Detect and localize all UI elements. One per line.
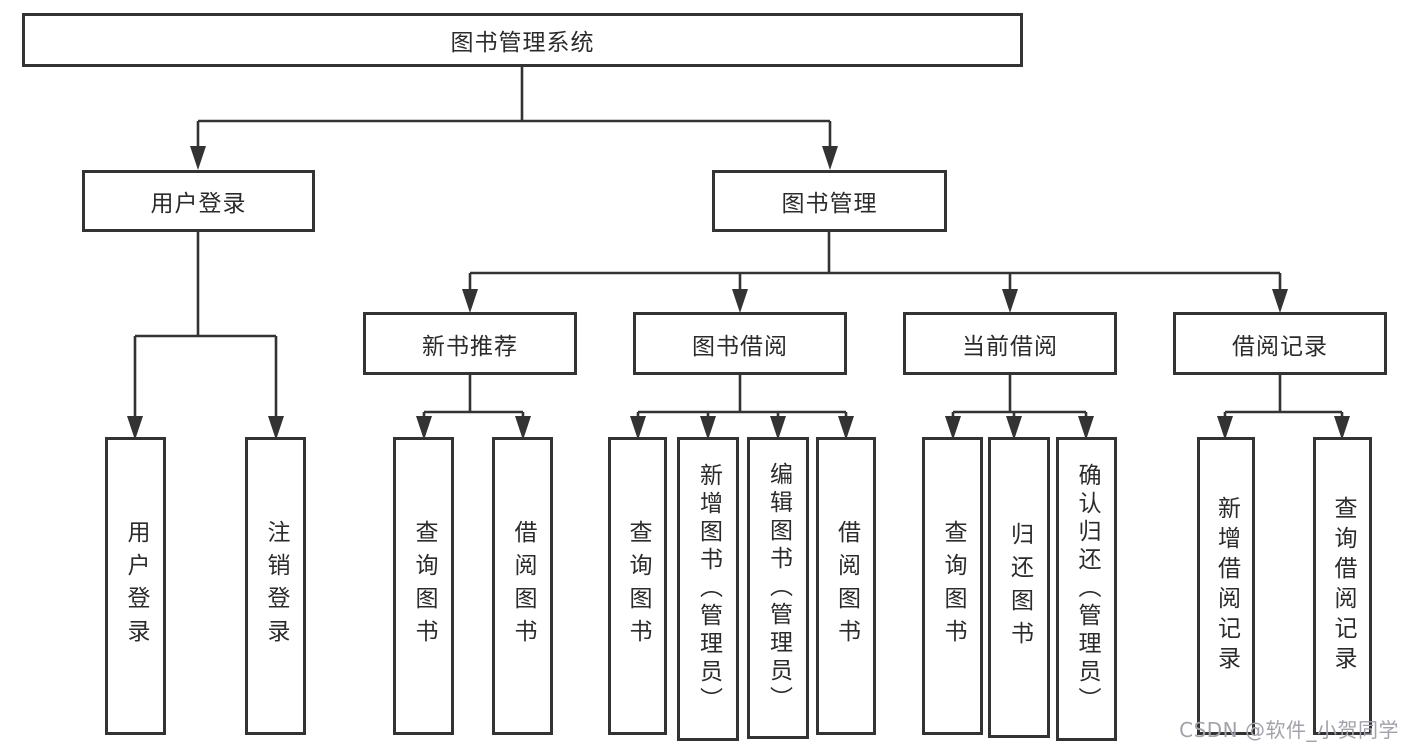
leaf-borrow-books: 借阅图书 bbox=[816, 437, 876, 735]
node-current-borrowing: 当前借阅 bbox=[903, 312, 1117, 375]
connector-bookborrow-to-leaves bbox=[636, 375, 848, 420]
leaf-label: 查询借阅记录 bbox=[1330, 496, 1356, 676]
connector-newbookrec-to-leaves bbox=[422, 375, 525, 420]
node-book-management: 图书管理 bbox=[712, 170, 947, 232]
node-book-borrowing: 图书借阅 bbox=[633, 312, 847, 375]
leaf-label: 查询图书 bbox=[940, 520, 966, 652]
leaf-label: 查询图书 bbox=[625, 520, 651, 652]
node-borrowing-records: 借阅记录 bbox=[1173, 312, 1387, 375]
arrowhead-down-icon bbox=[1272, 289, 1288, 313]
leaf-label: 注销登录 bbox=[263, 520, 289, 652]
leaf-label: 新增图书（管理员） bbox=[695, 463, 722, 715]
csdn-watermark: CSDN @软件_小贺同学 bbox=[1179, 718, 1399, 742]
leaf-query-books-borrowing: 查询图书 bbox=[608, 437, 667, 735]
leaf-return-books: 归还图书 bbox=[988, 437, 1050, 738]
leaf-user-login: 用户登录 bbox=[105, 437, 166, 735]
connector-userlogin-to-leaves bbox=[133, 232, 278, 420]
node-root: 图书管理系统 bbox=[22, 13, 1023, 67]
arrowhead-down-icon bbox=[732, 289, 748, 313]
connector-borrowrecords-to-leaves bbox=[1223, 375, 1344, 420]
leaf-query-books-current: 查询图书 bbox=[922, 437, 983, 735]
leaf-add-books-admin: 新增图书（管理员） bbox=[677, 437, 739, 741]
leaf-confirm-return-admin: 确认归还（管理员） bbox=[1056, 437, 1117, 741]
leaf-borrow-books-recommendation: 借阅图书 bbox=[492, 437, 553, 735]
leaf-query-borrowing-record: 查询借阅记录 bbox=[1313, 437, 1372, 735]
leaf-label: 借阅图书 bbox=[510, 520, 536, 652]
leaf-query-books-recommendation: 查询图书 bbox=[393, 437, 454, 735]
leaf-label: 确认归还（管理员） bbox=[1074, 463, 1100, 715]
arrowhead-down-icon bbox=[822, 146, 838, 170]
leaf-add-borrowing-record: 新增借阅记录 bbox=[1197, 437, 1255, 735]
node-user-login: 用户登录 bbox=[82, 170, 315, 232]
arrowhead-down-icon bbox=[190, 146, 206, 170]
arrowhead-down-icon bbox=[1002, 289, 1018, 313]
leaf-logout: 注销登录 bbox=[245, 437, 306, 735]
arrowhead-down-icon bbox=[462, 289, 478, 313]
leaf-label: 归还图书 bbox=[1006, 521, 1033, 654]
connector-currentborrow-to-leaves bbox=[951, 375, 1088, 420]
leaf-label: 新增借阅记录 bbox=[1213, 496, 1240, 676]
node-new-book-recommendation: 新书推荐 bbox=[363, 312, 577, 375]
leaf-label: 编辑图书（管理员） bbox=[765, 462, 792, 714]
leaf-label: 用户登录 bbox=[123, 520, 149, 652]
leaf-label: 查询图书 bbox=[411, 520, 437, 652]
connector-bookmgmt-to-level3 bbox=[468, 232, 1282, 292]
leaf-label: 借阅图书 bbox=[833, 520, 860, 652]
connector-root-to-level2 bbox=[196, 67, 832, 150]
leaf-edit-books-admin: 编辑图书（管理员） bbox=[747, 437, 809, 739]
